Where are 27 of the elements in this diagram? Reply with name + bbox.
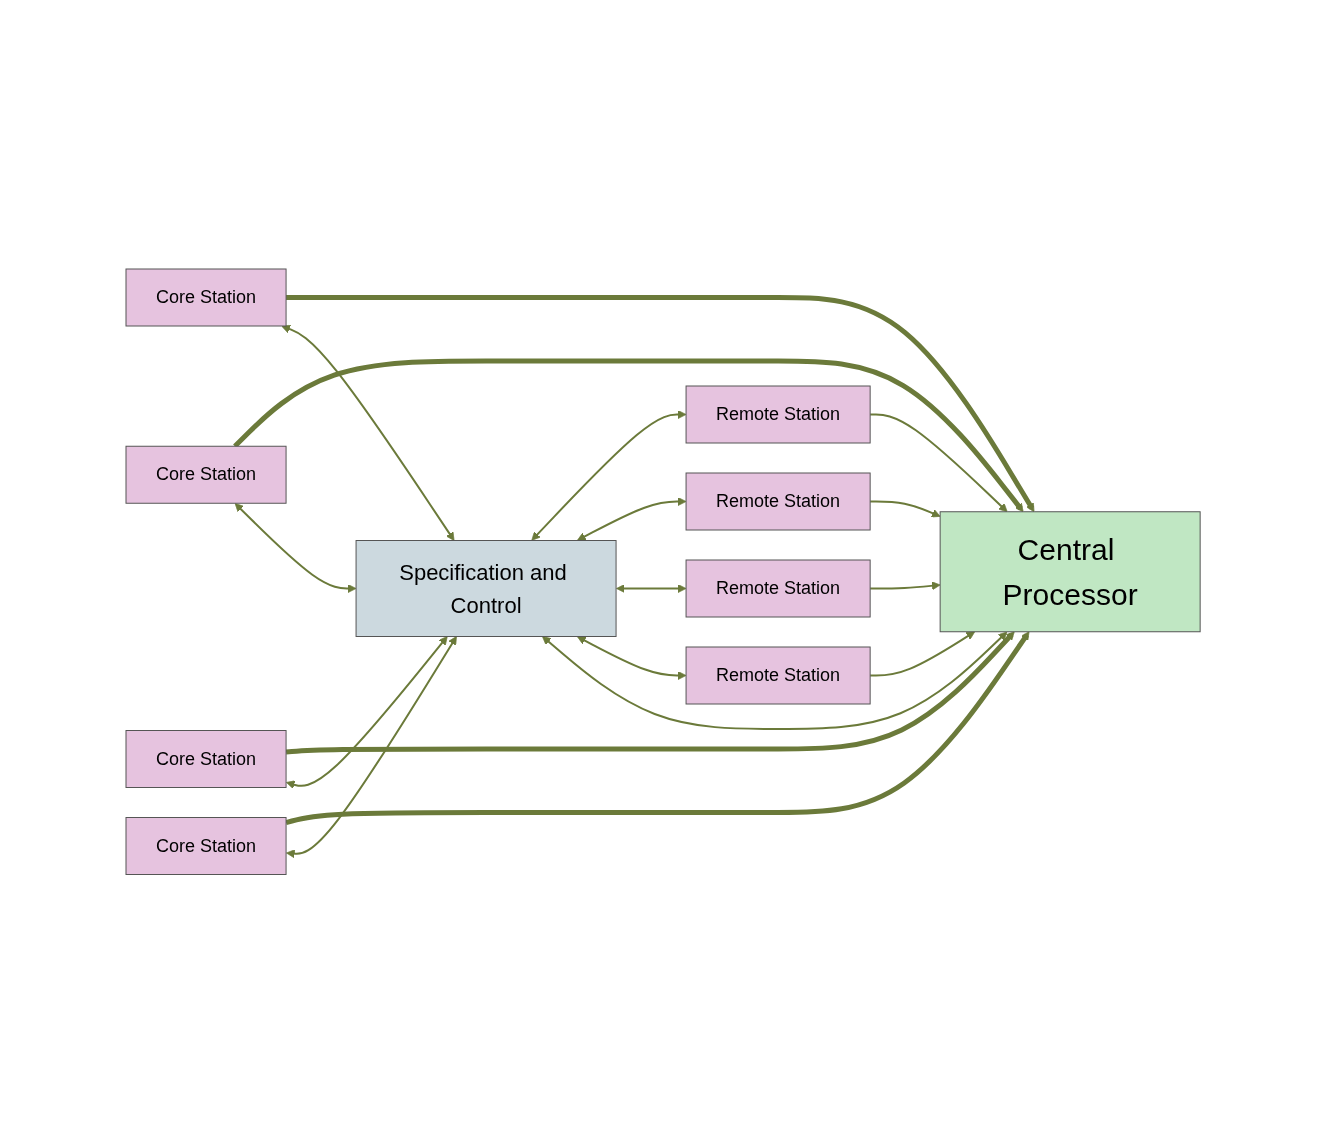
arrow: [285, 635, 448, 789]
arrow: [869, 631, 976, 677]
node-box: Specification and Control: [355, 539, 617, 637]
arrow: [286, 294, 1035, 512]
arrow: [234, 502, 357, 593]
arrow: [233, 358, 1024, 512]
arrow: [576, 496, 687, 541]
arrow: [285, 631, 1015, 755]
arrow: [531, 409, 687, 541]
arrow: [541, 631, 1008, 730]
arrow: [286, 635, 457, 858]
node-box: Core Station: [125, 445, 287, 504]
node-box: Core Station: [125, 816, 287, 875]
arrow: [281, 324, 455, 541]
arrow: [576, 636, 687, 680]
arrow: [285, 631, 1030, 825]
node-box: Core Station: [125, 729, 287, 788]
arrow: [869, 413, 1008, 512]
arrow: [616, 583, 687, 593]
node-box: Remote Station: [685, 559, 871, 618]
node-box: Remote Station: [685, 646, 871, 705]
node-box: Core Station: [125, 268, 287, 327]
arrow: [869, 500, 941, 518]
node-box: Central Processor: [939, 511, 1201, 632]
node-box: Remote Station: [685, 385, 871, 444]
arrow: [869, 581, 941, 590]
node-box: Remote Station: [685, 472, 871, 531]
